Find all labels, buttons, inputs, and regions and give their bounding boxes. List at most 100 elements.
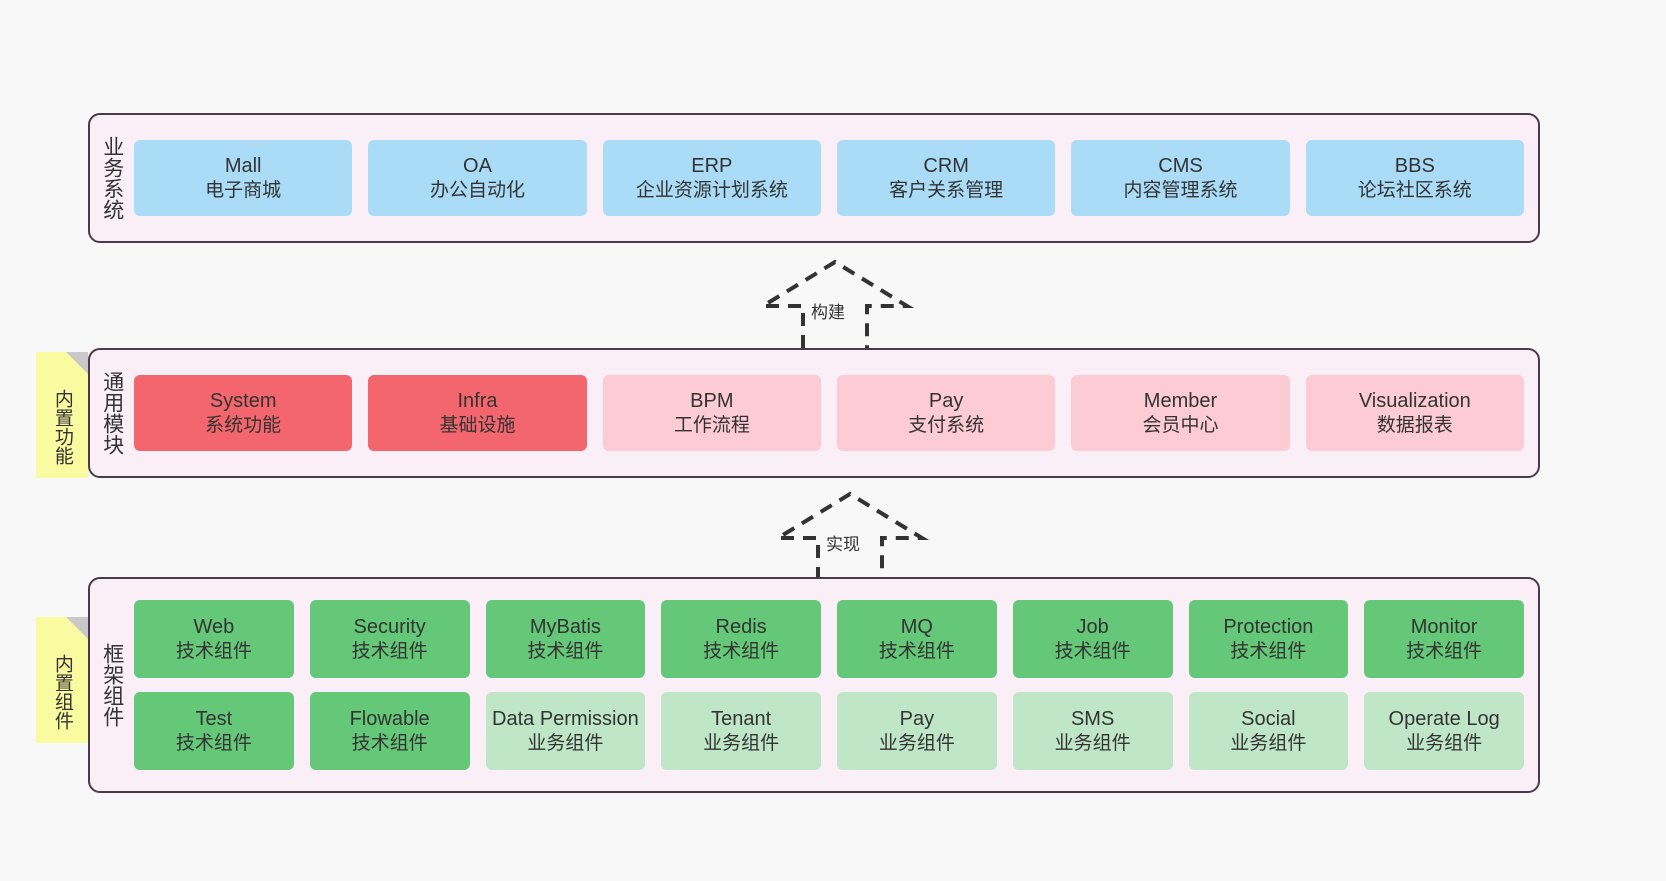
card-mall-title: Mall (224, 154, 262, 177)
card-sms-title: SMS (1070, 707, 1115, 730)
card-monitor-subtitle: 技术组件 (1406, 640, 1483, 662)
card-monitor[interactable]: Monitor 技术组件 (1364, 600, 1524, 678)
card-mall[interactable]: Mall 电子商城 (134, 140, 353, 216)
card-visualization[interactable]: Visualization 数据报表 (1305, 375, 1524, 451)
card-erp-title: ERP (691, 154, 733, 177)
card-pay-component[interactable]: Pay 业务组件 (837, 692, 997, 770)
sticky-note-builtin-components-label: 内置组件 (51, 654, 73, 730)
arrow-build-label: 构建 (811, 303, 845, 322)
tier-framework-components-label: 框架组件 (100, 643, 124, 727)
card-flowable[interactable]: Flowable 技术组件 (309, 692, 470, 770)
card-mybatis[interactable]: MyBatis 技术组件 (485, 600, 646, 678)
card-bbs[interactable]: BBS 论坛社区系统 (1305, 140, 1524, 216)
card-tenant-subtitle: 业务组件 (703, 732, 780, 754)
business-systems-row: Mall 电子商城 OA 办公自动化 ERP 企业资源计划系统 CRM 客户关系… (134, 140, 1524, 216)
card-test-subtitle: 技术组件 (175, 732, 252, 754)
card-security[interactable]: Security 技术组件 (309, 600, 470, 678)
card-crm-subtitle: 客户关系管理 (889, 179, 1004, 201)
card-cms-subtitle: 内容管理系统 (1123, 179, 1238, 201)
card-pay-component-title: Pay (899, 707, 935, 730)
sticky-note-builtin-functions: 内置功能 (36, 352, 88, 478)
sticky-note-builtin-components: 内置组件 (36, 617, 88, 743)
card-operate-log-subtitle: 业务组件 (1406, 732, 1483, 754)
card-member[interactable]: Member 会员中心 (1071, 375, 1290, 451)
framework-components-row-1: Web 技术组件 Security 技术组件 MyBatis 技术组件 Redi… (134, 600, 1524, 678)
sticky-fold-icon (66, 617, 88, 639)
card-crm[interactable]: CRM 客户关系管理 (836, 140, 1056, 216)
card-pay-module[interactable]: Pay 支付系统 (836, 375, 1056, 451)
tier-business-systems-label: 业务系统 (100, 136, 124, 220)
card-flowable-title: Flowable (349, 707, 430, 730)
tier-business-systems-body: Mall 电子商城 OA 办公自动化 ERP 企业资源计划系统 CRM 客户关系… (134, 115, 1538, 241)
card-operate-log[interactable]: Operate Log 业务组件 (1364, 692, 1524, 770)
arrow-implement-label: 实现 (826, 535, 860, 554)
card-web[interactable]: Web 技术组件 (134, 600, 294, 678)
card-mq-title: MQ (900, 615, 933, 638)
card-bpm-title: BPM (690, 389, 734, 412)
card-system[interactable]: System 系统功能 (134, 375, 353, 451)
card-infra[interactable]: Infra 基础设施 (368, 375, 587, 451)
tier-common-modules-label: 通用模块 (100, 371, 124, 455)
card-oa-title: OA (463, 154, 492, 177)
card-redis-title: Redis (715, 615, 767, 638)
tier-framework-components: 框架组件 Web 技术组件 Security 技术组件 MyBatis 技术组件… (88, 577, 1540, 793)
sticky-fold-icon (66, 352, 88, 374)
card-redis[interactable]: Redis 技术组件 (661, 600, 821, 678)
tier-framework-components-body: Web 技术组件 Security 技术组件 MyBatis 技术组件 Redi… (134, 579, 1538, 791)
card-mybatis-title: MyBatis (529, 615, 601, 638)
card-web-subtitle: 技术组件 (175, 640, 252, 662)
card-system-title: System (209, 389, 277, 412)
card-operate-log-title: Operate Log (1388, 707, 1500, 730)
card-pay-component-subtitle: 业务组件 (878, 732, 955, 754)
tier-business-systems: 业务系统 Mall 电子商城 OA 办公自动化 ERP 企业资源计划系统 CRM… (88, 113, 1540, 243)
card-member-subtitle: 会员中心 (1142, 414, 1219, 436)
card-protection[interactable]: Protection 技术组件 (1188, 600, 1349, 678)
card-mq-subtitle: 技术组件 (878, 640, 955, 662)
card-redis-subtitle: 技术组件 (703, 640, 780, 662)
framework-components-row-2: Test 技术组件 Flowable 技术组件 Data Permission … (134, 692, 1524, 770)
card-system-subtitle: 系统功能 (205, 414, 282, 436)
card-tenant[interactable]: Tenant 业务组件 (661, 692, 821, 770)
card-infra-subtitle: 基础设施 (439, 414, 516, 436)
card-security-title: Security (353, 615, 426, 638)
card-bpm[interactable]: BPM 工作流程 (602, 375, 821, 451)
card-oa-subtitle: 办公自动化 (429, 179, 525, 201)
tier-common-modules: 通用模块 System 系统功能 Infra 基础设施 BPM 工作流程 Pay… (88, 348, 1540, 478)
card-mq[interactable]: MQ 技术组件 (837, 600, 997, 678)
card-data-permission[interactable]: Data Permission 业务组件 (485, 692, 646, 770)
card-job-subtitle: 技术组件 (1054, 640, 1131, 662)
card-visualization-subtitle: 数据报表 (1376, 414, 1453, 436)
arrow-build: 构建 (755, 258, 915, 348)
tier-common-modules-body: System 系统功能 Infra 基础设施 BPM 工作流程 Pay 支付系统… (134, 350, 1538, 476)
card-pay-module-subtitle: 支付系统 (908, 414, 985, 436)
card-social-subtitle: 业务组件 (1230, 732, 1307, 754)
card-social-title: Social (1241, 707, 1296, 730)
card-member-title: Member (1143, 389, 1218, 412)
card-bbs-title: BBS (1394, 154, 1435, 177)
card-cms-title: CMS (1158, 154, 1203, 177)
card-oa[interactable]: OA 办公自动化 (368, 140, 587, 216)
card-pay-module-title: Pay (928, 389, 964, 412)
card-social[interactable]: Social 业务组件 (1188, 692, 1349, 770)
card-protection-title: Protection (1223, 615, 1314, 638)
card-mall-subtitle: 电子商城 (205, 179, 282, 201)
card-cms[interactable]: CMS 内容管理系统 (1071, 140, 1290, 216)
card-data-permission-title: Data Permission (492, 707, 639, 730)
common-modules-row: System 系统功能 Infra 基础设施 BPM 工作流程 Pay 支付系统… (134, 375, 1524, 451)
card-monitor-title: Monitor (1410, 615, 1478, 638)
card-security-subtitle: 技术组件 (351, 640, 428, 662)
card-sms[interactable]: SMS 业务组件 (1012, 692, 1173, 770)
card-protection-subtitle: 技术组件 (1230, 640, 1307, 662)
card-bbs-subtitle: 论坛社区系统 (1357, 179, 1472, 201)
card-job-title: Job (1076, 615, 1109, 638)
card-data-permission-subtitle: 业务组件 (527, 732, 604, 754)
card-visualization-title: Visualization (1358, 389, 1471, 412)
card-erp[interactable]: ERP 企业资源计划系统 (602, 140, 821, 216)
card-job[interactable]: Job 技术组件 (1012, 600, 1173, 678)
sticky-note-builtin-functions-label: 内置功能 (51, 389, 73, 465)
card-web-title: Web (193, 615, 235, 638)
card-sms-subtitle: 业务组件 (1054, 732, 1131, 754)
card-test[interactable]: Test 技术组件 (134, 692, 294, 770)
card-tenant-title: Tenant (711, 707, 772, 730)
